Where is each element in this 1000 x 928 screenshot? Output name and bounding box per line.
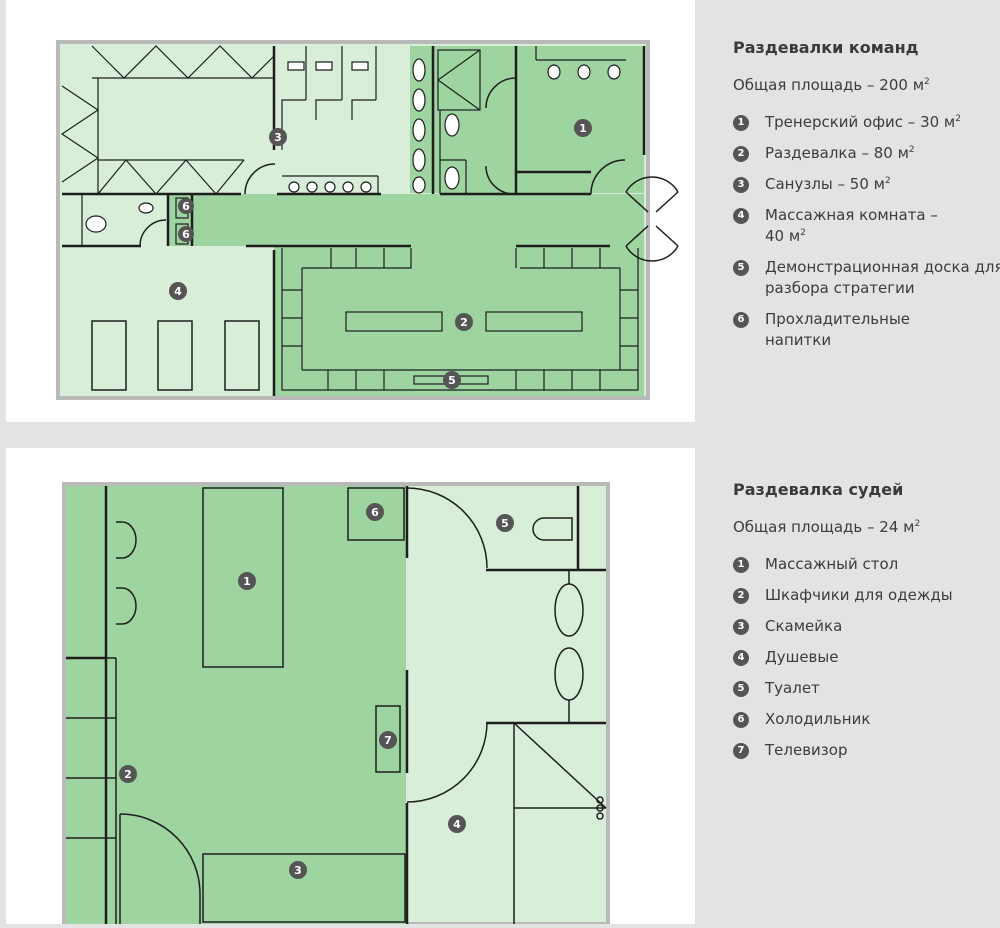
ref-marker-5-label: 5 xyxy=(501,517,509,530)
storage-shelves xyxy=(60,45,481,195)
ref-marker-3-label: 3 xyxy=(294,864,302,877)
team-legend: Раздевалки команд Общая площадь – 200 м2… xyxy=(733,38,1000,361)
referee-plan-panel: 1 2 3 4 5 6 7 xyxy=(6,448,695,926)
referee-legend-panel: Раздевалка судей Общая площадь – 24 м2 1… xyxy=(695,448,1000,924)
fridge-shape xyxy=(347,487,405,541)
marker-1-label: 1 xyxy=(579,122,587,135)
sanitary-fixtures xyxy=(85,58,621,233)
ref-marker-4 xyxy=(448,815,466,833)
plan2-markers: 1 2 3 4 5 6 7 xyxy=(119,503,514,879)
ref-marker-7 xyxy=(379,731,397,749)
marker-6b xyxy=(178,226,194,242)
marker-6a xyxy=(178,198,194,214)
plan1-markers: 1 2 3 4 5 6 6 xyxy=(169,119,592,389)
referee-furniture xyxy=(66,487,607,924)
referee-total-area: Общая площадь – 24 м2 xyxy=(733,518,921,536)
ref-marker-2 xyxy=(119,765,137,783)
marker-5-label: 5 xyxy=(448,374,456,387)
team-plan-panel: 1 2 3 4 5 6 6 xyxy=(6,0,695,422)
ref-marker-1 xyxy=(238,572,256,590)
lockers xyxy=(175,197,639,391)
main-room-zone xyxy=(66,486,406,924)
tv-shape xyxy=(375,705,401,773)
ref-marker-2-label: 2 xyxy=(124,768,132,781)
referee-legend: Раздевалка судей Общая площадь – 24 м2 1… xyxy=(733,480,953,771)
team-legend-title: Раздевалки команд xyxy=(733,38,919,57)
massage-table-shape xyxy=(202,487,284,668)
ref-marker-3 xyxy=(289,861,307,879)
ref-marker-5 xyxy=(496,514,514,532)
team-floor-plan: 1 2 3 4 5 6 6 xyxy=(56,40,679,400)
marker-3-label: 3 xyxy=(274,131,282,144)
walls xyxy=(62,46,646,396)
marker-6b-label: 6 xyxy=(182,228,190,241)
ref-marker-6-label: 6 xyxy=(371,506,379,519)
ref-marker-4-label: 4 xyxy=(453,818,461,831)
marker-1 xyxy=(574,119,592,137)
ref-marker-1-label: 1 xyxy=(243,575,251,588)
referee-floor-plan: 1 2 3 4 5 6 7 xyxy=(62,482,610,926)
stalls xyxy=(81,46,626,246)
marker-4 xyxy=(169,282,187,300)
section-separator xyxy=(0,422,1000,448)
team-total-area: Общая площадь – 200 м2 xyxy=(733,76,930,94)
ref-marker-7-label: 7 xyxy=(384,734,392,747)
marker-4-label: 4 xyxy=(174,285,182,298)
referee-legend-title: Раздевалка судей xyxy=(733,480,904,499)
doors xyxy=(139,77,679,262)
marker-3 xyxy=(269,128,287,146)
massage-tables xyxy=(91,320,260,391)
marker-2-label: 2 xyxy=(460,316,468,329)
bench-shape xyxy=(202,853,406,923)
marker-2 xyxy=(455,313,473,331)
team-legend-panel: Раздевалки команд Общая площадь – 200 м2… xyxy=(695,0,1000,422)
ref-marker-6 xyxy=(366,503,384,521)
marker-5 xyxy=(443,371,461,389)
marker-6a-label: 6 xyxy=(182,200,190,213)
